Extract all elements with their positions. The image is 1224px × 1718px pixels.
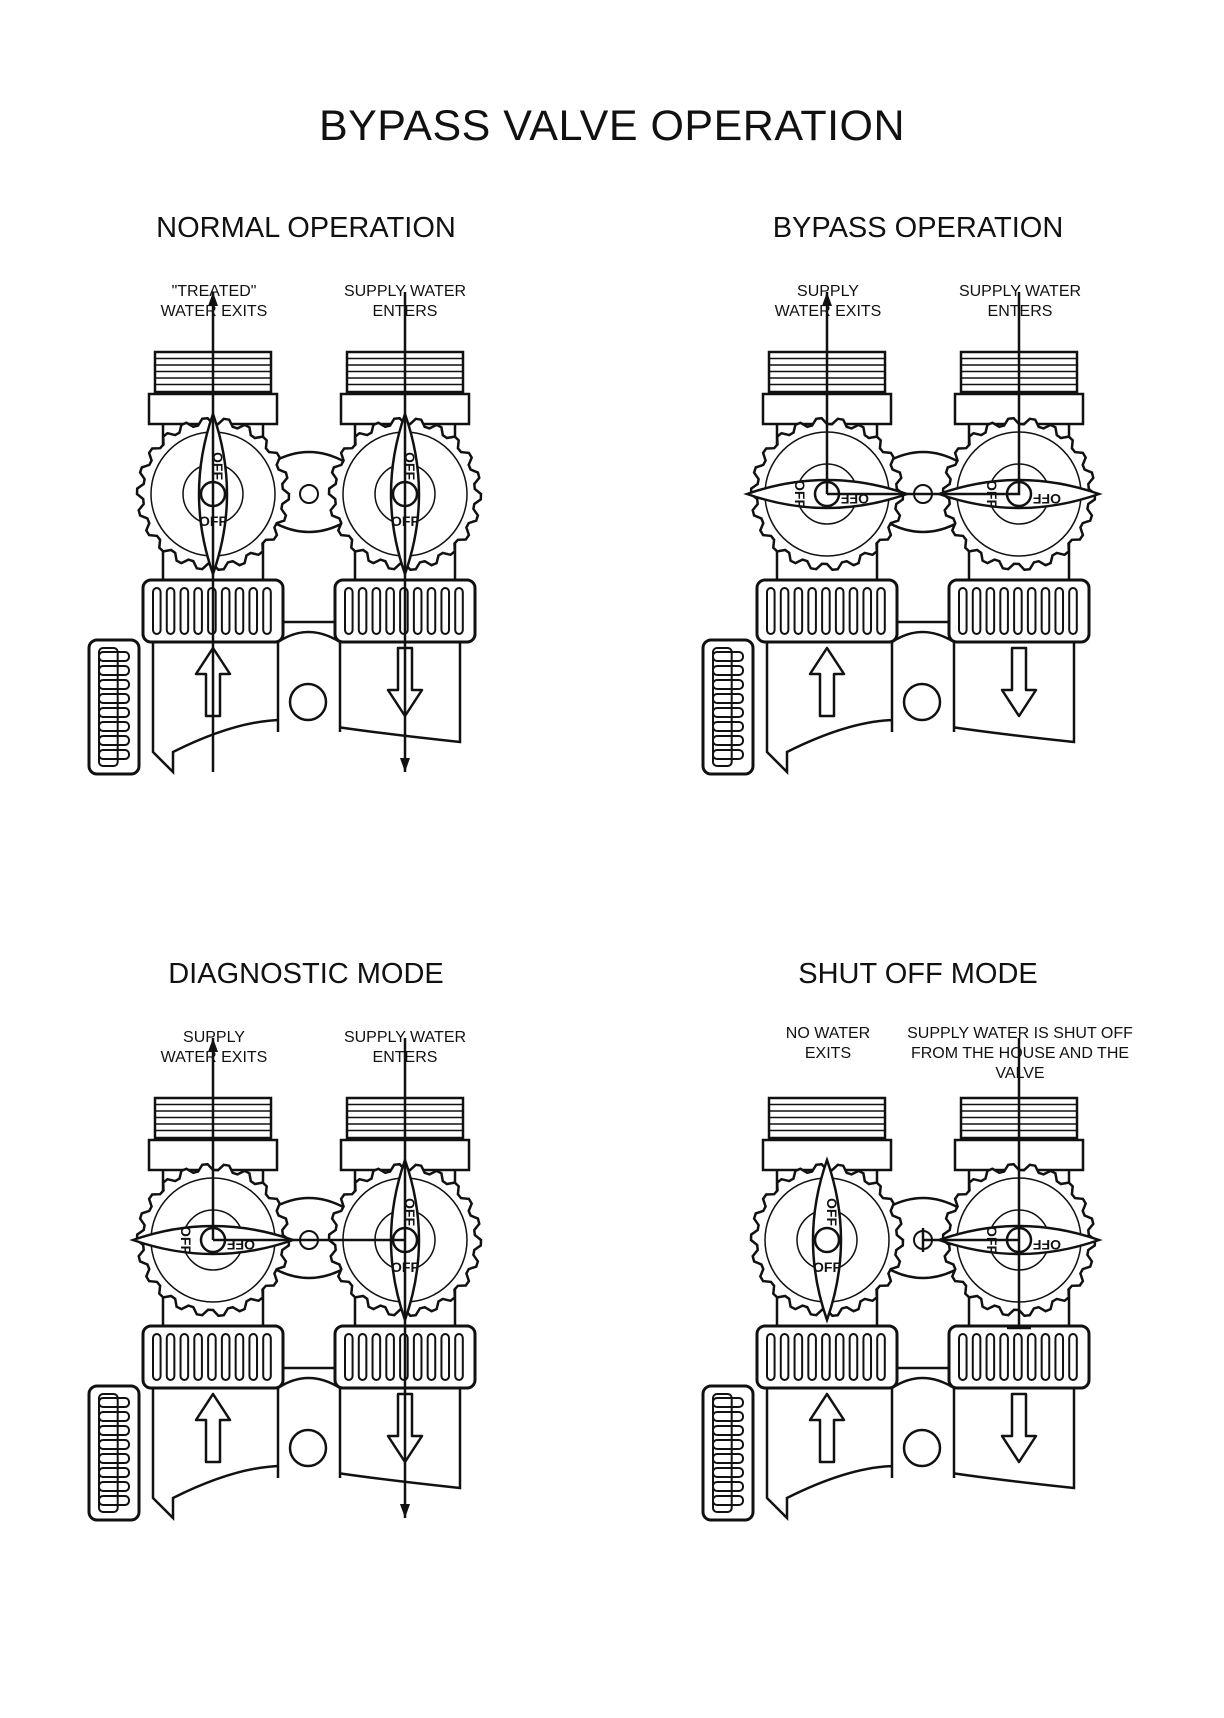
handle-off-label: OFF	[178, 1226, 194, 1254]
bypass-flow-arrow	[822, 292, 1021, 496]
handle-off-label: OFF	[1033, 1237, 1061, 1253]
panel-diagnostic-mode: DIAGNOSTIC MODE SUPPLY WATER EXITS SUPPL…	[0, 958, 612, 1718]
right-collar	[947, 1324, 1091, 1390]
panel-normal-operation: NORMAL OPERATION "TREATED" WATER EXITS S…	[0, 212, 612, 972]
handle-off-label: OFF	[792, 480, 808, 508]
panel-title: NORMAL OPERATION	[156, 212, 456, 244]
left-collar	[755, 1324, 899, 1390]
right-collar	[947, 578, 1091, 644]
enter-flow-arrow	[400, 1038, 410, 1518]
left-knob: OFF OFF	[749, 1156, 905, 1324]
exit-flow-arrow	[208, 292, 218, 772]
panel-shut-off-mode: SHUT OFF MODE NO WATER EXITS SUPPLY WATE…	[612, 958, 1224, 1718]
page-title: BYPASS VALVE OPERATION	[318, 102, 906, 150]
diagnostic-flow-arrow	[208, 1038, 405, 1242]
handle-off-label: OFF	[813, 1259, 841, 1275]
left-flow-indicator	[808, 1392, 846, 1464]
left-flow-indicator	[808, 646, 846, 718]
panel-title: DIAGNOSTIC MODE	[168, 958, 444, 990]
blocked-flow-line	[921, 1038, 1031, 1330]
right-flow-indicator	[1000, 1392, 1038, 1464]
panel-title: BYPASS OPERATION	[772, 212, 1064, 244]
left-threads	[767, 1096, 887, 1140]
enter-flow-arrow	[400, 292, 410, 772]
right-flow-indicator	[1000, 646, 1038, 718]
panel-bypass-operation: BYPASS OPERATION SUPPLY WATER EXITS SUPP…	[612, 212, 1224, 972]
exit-flow-arrow	[822, 292, 832, 494]
panel-title: SHUT OFF MODE	[798, 958, 1038, 990]
left-flow-indicator	[194, 1392, 232, 1464]
left-collar	[141, 1324, 285, 1390]
left-port-label: NO WATER EXITS	[785, 1025, 871, 1062]
handle-off-label: OFF	[1033, 491, 1061, 507]
knob-handle: OFF OFF	[811, 1156, 843, 1324]
left-collar	[755, 578, 899, 644]
handle-off-label: OFF	[824, 1198, 840, 1226]
left-port-label: SUPPLY WATER EXITS	[774, 283, 882, 320]
handle-hub	[813, 1226, 841, 1254]
exit-flow-arrow	[208, 1038, 218, 1240]
